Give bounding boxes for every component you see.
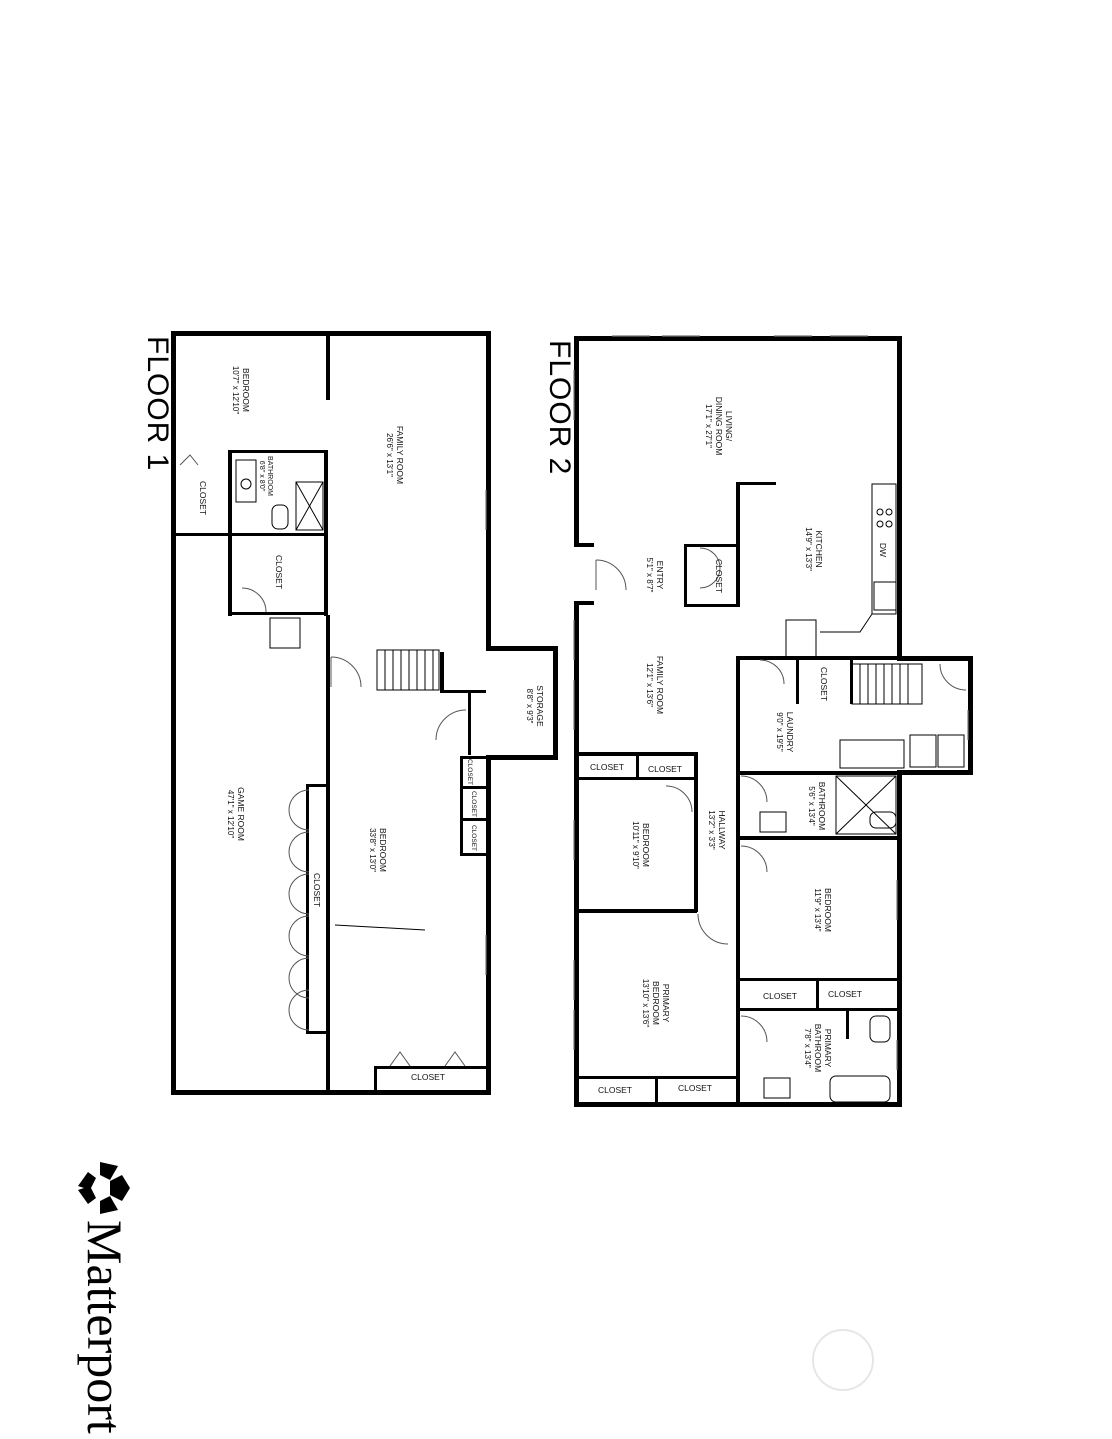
f2-kitchen-dims: 14'9" x 13'3" <box>804 527 813 571</box>
f1-closet-label: CLOSET <box>312 873 322 907</box>
f2-primary-bathroom-name-2: BATHROOM <box>813 1024 823 1072</box>
f2-laundry-name: LAUNDRY <box>785 712 795 753</box>
f2-closet-label: CLOSET <box>714 559 724 593</box>
f2-primary-bathroom-dims: 7'8" x 13'4" <box>803 1028 812 1068</box>
f2-primary-bedroom-dims: 13'10" x 13'6" <box>641 979 650 1027</box>
f1-closet-label: CLOSET <box>274 555 284 589</box>
f1-bedroom-a-dims: 10'7" x 12'10" <box>231 366 240 414</box>
f2-bathroom-name: BATHROOM <box>817 782 827 830</box>
f2-dishwasher-label: DW <box>878 543 888 557</box>
f2-closet-label: CLOSET <box>590 762 624 772</box>
f2-laundry-dims: 9'0" x 19'5" <box>775 712 784 752</box>
f2-bedroom-a-name: BEDROOM <box>641 823 651 867</box>
f2-primary-bathroom-name-1: PRIMARY <box>823 1029 833 1068</box>
f2-closet-label: CLOSET <box>763 991 797 1001</box>
f2-closet-label: CLOSET <box>648 764 682 774</box>
f2-bedroom-a-dims: 10'11" x 9'10" <box>631 821 640 869</box>
matterport-logo-icon <box>78 1162 130 1214</box>
f1-closet-label: CLOSET <box>466 759 473 785</box>
f2-bedroom-b-dims: 11'9" x 13'4" <box>813 888 822 931</box>
f1-closet-label: CLOSET <box>470 825 477 851</box>
f1-bedroom-b-name: BEDROOM <box>378 828 388 872</box>
f2-bathroom-dims: 5'6" x 13'4" <box>807 786 816 826</box>
f2-kitchen-name: KITCHEN <box>814 530 824 567</box>
f2-living-dims: 17'1" x 27'1" <box>704 404 713 448</box>
f2-closet-label: CLOSET <box>678 1083 712 1093</box>
floor-1-title: FLOOR 1 <box>141 336 174 471</box>
f1-storage-name: STORAGE <box>535 685 545 727</box>
floor-2-plan <box>573 335 973 1107</box>
f2-entry-name: ENTRY <box>655 561 665 590</box>
f1-storage-dims: 8'8" x 9'3" <box>525 689 534 724</box>
f2-family-room-name: FAMILY ROOM <box>655 656 665 714</box>
matterport-wordmark: Matterport <box>77 1220 133 1434</box>
f2-living-name-1: LIVING/ <box>724 411 734 442</box>
f1-bathroom-dims: 6'8" x 8'0" <box>258 461 265 492</box>
f1-closet-label: CLOSET <box>198 481 208 515</box>
f2-hallway-name: HALLWAY <box>717 810 727 849</box>
f2-closet-label: CLOSET <box>819 667 829 701</box>
f2-closet-label: CLOSET <box>828 989 862 999</box>
f1-closet-label: CLOSET <box>411 1072 445 1082</box>
f1-family-room-dims: 26'6" x 13'1" <box>385 433 394 477</box>
f1-bathroom-name: BATHROOM <box>266 456 273 496</box>
f2-primary-bedroom-name-2: BEDROOM <box>651 981 661 1025</box>
f1-family-room-name: FAMILY ROOM <box>395 426 405 484</box>
f2-family-room-dims: 12'1" x 13'6" <box>645 663 654 707</box>
f2-primary-bedroom-name-1: PRIMARY <box>661 984 671 1023</box>
f2-entry-dims: 5'1" x 8'7" <box>645 558 654 593</box>
f2-hallway-dims: 13'2" x 3'3" <box>707 810 716 850</box>
f1-game-room-dims: 47'1" x 12'10" <box>226 790 235 838</box>
floor-1-plan <box>171 331 558 1095</box>
f1-game-room-name: GAME ROOM <box>236 787 246 841</box>
f2-living-name-2: DINING ROOM <box>714 397 724 456</box>
f1-bedroom-b-dims: 33'8" x 13'0" <box>368 828 377 872</box>
floor-2-title: FLOOR 2 <box>543 340 576 475</box>
f2-bedroom-b-name: BEDROOM <box>823 888 833 932</box>
f1-bedroom-a-name: BEDROOM <box>241 368 251 412</box>
watermark-circle-icon <box>812 1329 874 1391</box>
f1-closet-label: CLOSET <box>470 791 477 817</box>
f2-closet-label: CLOSET <box>598 1085 632 1095</box>
